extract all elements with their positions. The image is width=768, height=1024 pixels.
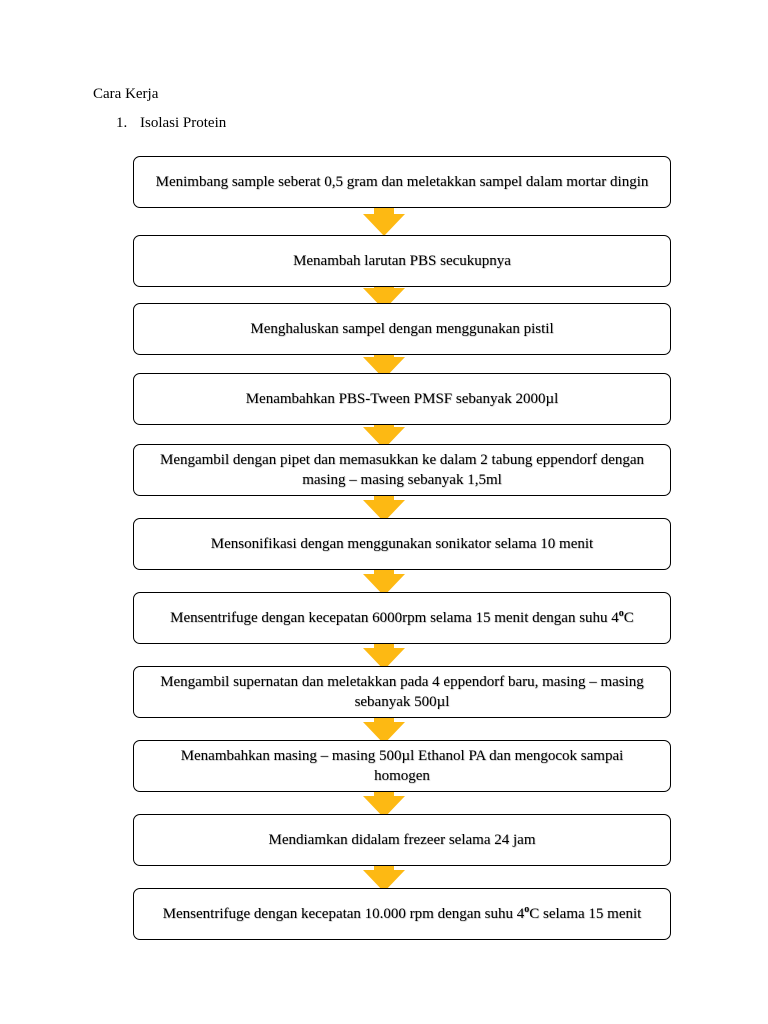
flow-step-text: Menambah larutan PBS secukupnya bbox=[293, 251, 511, 271]
flow-step-text: Mengambil dengan pipet dan memasukkan ke… bbox=[154, 450, 650, 490]
flow-step-text-main: Menimbang sample seberat 0,5 gram dan me… bbox=[155, 174, 649, 190]
flow-step-text-main: Menambah larutan PBS secukupnya bbox=[293, 253, 511, 269]
flow-step-box: Mensentrifuge dengan kecepatan 6000rpm s… bbox=[133, 592, 671, 644]
down-arrow-icon bbox=[363, 780, 405, 818]
down-arrow-icon bbox=[363, 199, 405, 236]
flow-step-text-suffix: C bbox=[623, 610, 634, 626]
down-arrow-shape bbox=[363, 780, 405, 818]
flow-step-box: Menghaluskan sampel dengan menggunakan p… bbox=[133, 303, 671, 355]
section-number: 1. bbox=[116, 115, 128, 131]
down-arrow-icon bbox=[363, 854, 405, 892]
section-title-text: Isolasi Protein bbox=[140, 115, 227, 131]
flow-step-box: Menambahkan PBS-Tween PMSF sebanyak 2000… bbox=[133, 373, 671, 425]
flow-step-text: Mensentrifuge dengan kecepatan 10.000 rp… bbox=[163, 904, 642, 924]
flow-step-box: Mengambil dengan pipet dan memasukkan ke… bbox=[133, 444, 671, 496]
down-arrow-shape bbox=[363, 341, 405, 379]
down-arrow-icon bbox=[363, 558, 405, 596]
flow-step-box: Mengambil supernatan dan meletakkan pada… bbox=[133, 666, 671, 718]
down-arrow-icon bbox=[363, 272, 405, 310]
flow-step-text: Mengambil supernatan dan meletakkan pada… bbox=[154, 672, 650, 712]
down-arrow-shape bbox=[363, 272, 405, 310]
down-arrow-icon bbox=[363, 412, 405, 449]
down-arrow-icon bbox=[363, 706, 405, 744]
flow-step-text: Menambahkan masing – masing 500µl Ethano… bbox=[154, 746, 650, 786]
down-arrow-shape bbox=[363, 412, 405, 449]
flow-step-text-main: Mendiamkan didalam frezeer selama 24 jam bbox=[268, 832, 536, 848]
flow-step-text: Menimbang sample seberat 0,5 gram dan me… bbox=[156, 172, 649, 192]
flow-step-text: Menambahkan PBS-Tween PMSF sebanyak 2000… bbox=[246, 389, 559, 409]
flow-step-text: Mensentrifuge dengan kecepatan 6000rpm s… bbox=[170, 608, 634, 628]
flow-step-text-main: Menambahkan PBS-Tween PMSF sebanyak 2000… bbox=[245, 391, 559, 407]
down-arrow-shape bbox=[363, 199, 405, 236]
flow-step-box: Mensentrifuge dengan kecepatan 10.000 rp… bbox=[133, 888, 671, 940]
flow-step-text-suffix: C selama 15 menit bbox=[529, 906, 642, 922]
flow-step-box: Menambahkan masing – masing 500µl Ethano… bbox=[133, 740, 671, 792]
flow-step-box: Menimbang sample seberat 0,5 gram dan me… bbox=[133, 156, 671, 208]
down-arrow-shape bbox=[363, 484, 405, 522]
flow-step-text-main: Mensonifikasi dengan menggunakan sonikat… bbox=[210, 536, 594, 552]
flow-step-text-main: Mensentrifuge dengan kecepatan 6000rpm s… bbox=[170, 610, 619, 626]
flow-step-text: Mendiamkan didalam frezeer selama 24 jam bbox=[269, 830, 536, 850]
degree-superscript: o bbox=[524, 904, 530, 915]
flow-step-box: Mendiamkan didalam frezeer selama 24 jam bbox=[133, 814, 671, 866]
flow-step-text-main: Mengambil dengan pipet dan memasukkan ke… bbox=[159, 452, 645, 488]
section-title: 1. Isolasi Protein bbox=[116, 115, 226, 132]
flow-step-box: Mensonifikasi dengan menggunakan sonikat… bbox=[133, 518, 671, 570]
down-arrow-shape bbox=[363, 632, 405, 670]
down-arrow-icon bbox=[363, 341, 405, 379]
down-arrow-shape bbox=[363, 558, 405, 596]
flow-step-text-main: Menghaluskan sampel dengan menggunakan p… bbox=[250, 321, 554, 337]
flow-step-text: Mensonifikasi dengan menggunakan sonikat… bbox=[211, 534, 593, 554]
page-heading: Cara Kerja bbox=[93, 86, 159, 102]
down-arrow-shape bbox=[363, 706, 405, 744]
degree-superscript: o bbox=[618, 608, 624, 619]
flow-step-text-main: Menambahkan masing – masing 500µl Ethano… bbox=[180, 748, 624, 784]
down-arrow-icon bbox=[363, 484, 405, 522]
flow-step-box: Menambah larutan PBS secukupnya bbox=[133, 235, 671, 287]
flow-step-text: Menghaluskan sampel dengan menggunakan p… bbox=[250, 319, 553, 339]
down-arrow-shape bbox=[363, 854, 405, 892]
flow-step-text-main: Mengambil supernatan dan meletakkan pada… bbox=[160, 674, 644, 710]
flow-step-text-main: Mensentrifuge dengan kecepatan 10.000 rp… bbox=[162, 906, 525, 922]
down-arrow-icon bbox=[363, 632, 405, 670]
